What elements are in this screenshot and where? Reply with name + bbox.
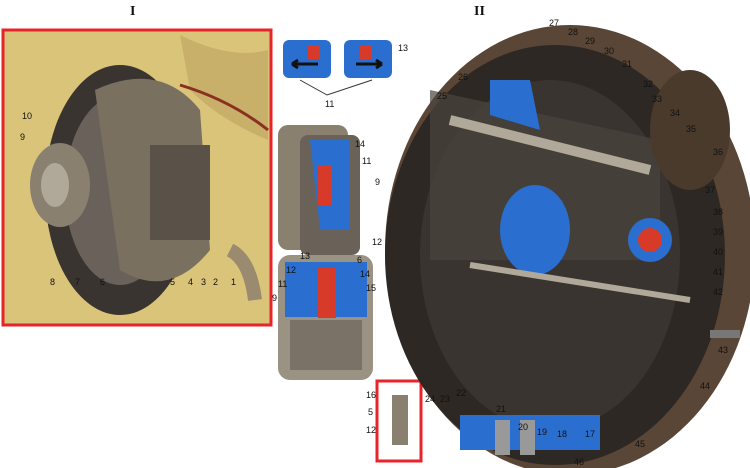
callout-number-piston-small: 13: [398, 43, 409, 53]
callout-number-panel-two: 18: [557, 429, 568, 439]
callout-number-caliper-section: 15: [366, 283, 377, 293]
callout-number-caliper-section: 13: [300, 251, 311, 261]
callout-number-panel-one: 2: [213, 277, 219, 287]
callout-number-panel-two: 38: [713, 207, 724, 217]
callout-number-panel-two: 21: [496, 404, 507, 414]
callout-number-panel-two: 24: [425, 394, 436, 404]
callout-number-panel-two: 26: [458, 72, 469, 82]
callout-number-panel-two: 45: [635, 439, 646, 449]
callout-number-panel-one: 8: [50, 277, 56, 287]
callout-number-caliper-mid: 14: [355, 139, 366, 149]
callout-number-panel-two: 25: [437, 91, 448, 101]
section-label-two: II: [474, 4, 485, 19]
callout-number-piston-small: 11: [325, 99, 335, 109]
callout-number-panel-two: 39: [713, 227, 724, 237]
callout-number-detail-box: 12: [366, 425, 377, 435]
callout-number-panel-two: 46: [574, 457, 585, 467]
callout-number-panel-one: 3: [201, 277, 207, 287]
callout-number-panel-two: 27: [549, 18, 560, 28]
section-label-one: I: [130, 4, 136, 19]
drum-brake-panel: [385, 25, 750, 468]
spring-top: [448, 115, 652, 175]
callout-number-caliper-section: 9: [272, 293, 278, 303]
wheel-cylinder: [490, 80, 540, 130]
callout-number-panel-two: 31: [622, 59, 633, 69]
bleeder-detail: [392, 395, 408, 445]
callout-number-caliper-section: 6: [357, 255, 363, 265]
callout-number-panel-two: 34: [670, 108, 681, 118]
callout-number-panel-two: 19: [537, 427, 548, 437]
callout-number-panel-two: 17: [585, 429, 596, 439]
callout-number-panel-two: 23: [440, 394, 451, 404]
callout-number-panel-two: 42: [713, 287, 724, 297]
disc-brake-panel: [1, 28, 273, 327]
arrow-right-icon: [356, 58, 383, 70]
caliper-view: [278, 125, 360, 255]
callout-number-panel-two: 30: [604, 46, 615, 56]
callout-number-panel-two: 44: [700, 381, 711, 391]
callout-number-caliper-section: 12: [286, 265, 297, 275]
hub-opening: [500, 185, 570, 275]
callout-number-panel-one: 9: [20, 132, 26, 142]
callout-number-caliper-mid: 12: [372, 237, 383, 247]
callout-number-panel-one: 4: [188, 277, 194, 287]
callout-number-panel-two: 32: [643, 79, 654, 89]
callout-number-panel-two: 35: [686, 124, 697, 134]
callout-number-panel-two: 36: [713, 147, 724, 157]
callout-number-panel-two: 20: [518, 422, 529, 432]
callout-number-caliper-section: 11: [278, 279, 288, 289]
callout-number-panel-two: 41: [713, 267, 724, 277]
caliper-section: [278, 255, 373, 380]
callout-number-panel-two: 28: [568, 27, 579, 37]
callout-number-panel-two: 29: [585, 36, 596, 46]
callout-number-panel-two: 22: [456, 388, 467, 398]
callout-number-panel-two: 40: [713, 247, 724, 257]
callout-number-detail-box: 16: [366, 390, 377, 400]
piston-details: [283, 40, 392, 96]
brake-hose: [179, 83, 269, 132]
spring-bottom: [469, 262, 691, 303]
callout-number-panel-one: 5: [170, 277, 176, 287]
callout-number-caliper-mid: 9: [375, 177, 381, 187]
callout-number-detail-box: 5: [368, 407, 374, 417]
callout-number-caliper-mid: 11: [362, 156, 372, 166]
callout-number-panel-two: 37: [705, 185, 716, 195]
callout-number-panel-one: 1: [231, 277, 237, 287]
callout-number-panel-two: 43: [718, 345, 729, 355]
callout-number-panel-two: 33: [652, 94, 663, 104]
callout-number-panel-one: 6: [100, 277, 106, 287]
callout-number-caliper-section: 14: [360, 269, 371, 279]
callout-number-panel-one: 7: [75, 277, 81, 287]
callout-number-panel-one: 10: [22, 111, 33, 121]
arrow-left-icon: [291, 58, 318, 70]
